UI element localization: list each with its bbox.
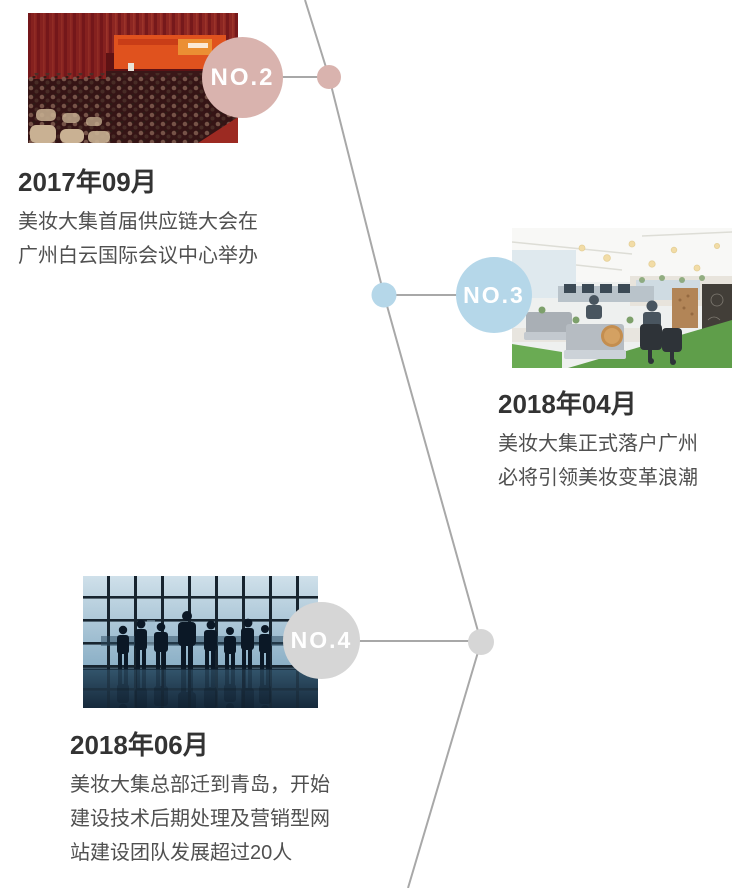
milestone-no4-desc-line2: 建设技术后期处理及营销型网: [70, 808, 330, 830]
milestone-no4-desc-line3: 站建设团队发展超过20人: [70, 842, 293, 864]
milestone-no4-date: 2018年06月: [70, 730, 209, 760]
milestone-badge-no2: NO.2: [202, 37, 283, 118]
timeline-node-dot-3: [371, 282, 397, 308]
milestone-no3-desc-line2: 必将引领美妆变革浪潮: [498, 467, 698, 489]
milestone-no3-text: 2018年04月 美妆大集正式落户广州 必将引领美妆变革浪潮: [498, 389, 698, 495]
timeline-node-dot-2: [317, 65, 341, 89]
milestone-no2-text: 2017年09月 美妆大集首届供应链大会在 广州白云国际会议中心举办: [18, 167, 258, 273]
milestone-no3-desc-line1: 美妆大集正式落户广州: [498, 433, 698, 455]
team-silhouettes-photo: [83, 576, 318, 708]
milestone-no2-desc-line2: 广州白云国际会议中心举办: [18, 245, 258, 267]
milestone-no3-date: 2018年04月: [498, 389, 637, 419]
timeline-zigzag-line: [304, 0, 483, 888]
milestone-no2-date: 2017年09月: [18, 167, 157, 197]
open-office-photo: [512, 228, 732, 368]
milestone-no2-desc-line1: 美妆大集首届供应链大会在: [18, 211, 258, 233]
timeline-node-dot-4: [468, 629, 494, 655]
milestone-no4-desc-line1: 美妆大集总部迁到青岛，开始: [70, 774, 330, 796]
milestone-badge-no3: NO.3: [456, 257, 532, 333]
milestone-badge-no4: NO.4: [283, 602, 360, 679]
milestone-no4-text: 2018年06月 美妆大集总部迁到青岛，开始 建设技术后期处理及营销型网 站建设…: [70, 730, 330, 870]
